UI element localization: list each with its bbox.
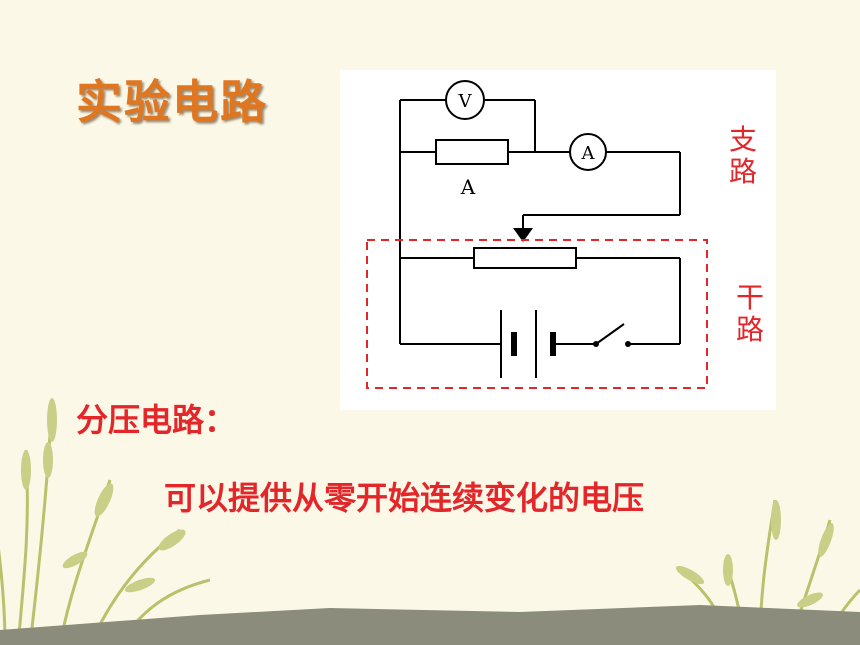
battery-icon <box>500 310 556 378</box>
ammeter-icon <box>569 133 607 171</box>
resistor-icon <box>435 139 509 165</box>
circuit-svg: V A A <box>366 80 708 389</box>
rheostat-icon <box>473 247 577 269</box>
circuit-diagram: V A A <box>340 70 776 410</box>
slide-title: 实验电路 <box>76 75 268 129</box>
trunk-circuit-box <box>366 239 708 389</box>
subtitle: 分压电路： <box>76 401 237 439</box>
switch-icon <box>593 323 631 347</box>
slider-arrow-icon <box>513 228 533 242</box>
branch-label: 支路 <box>728 123 757 188</box>
resistor-label: A <box>460 175 476 199</box>
trunk-label: 干路 <box>735 281 764 346</box>
voltmeter-symbol: V <box>458 91 473 112</box>
description: 可以提供从零开始连续变化的电压 <box>164 479 645 517</box>
ammeter-symbol: A <box>581 143 596 164</box>
voltmeter-icon <box>445 80 485 120</box>
